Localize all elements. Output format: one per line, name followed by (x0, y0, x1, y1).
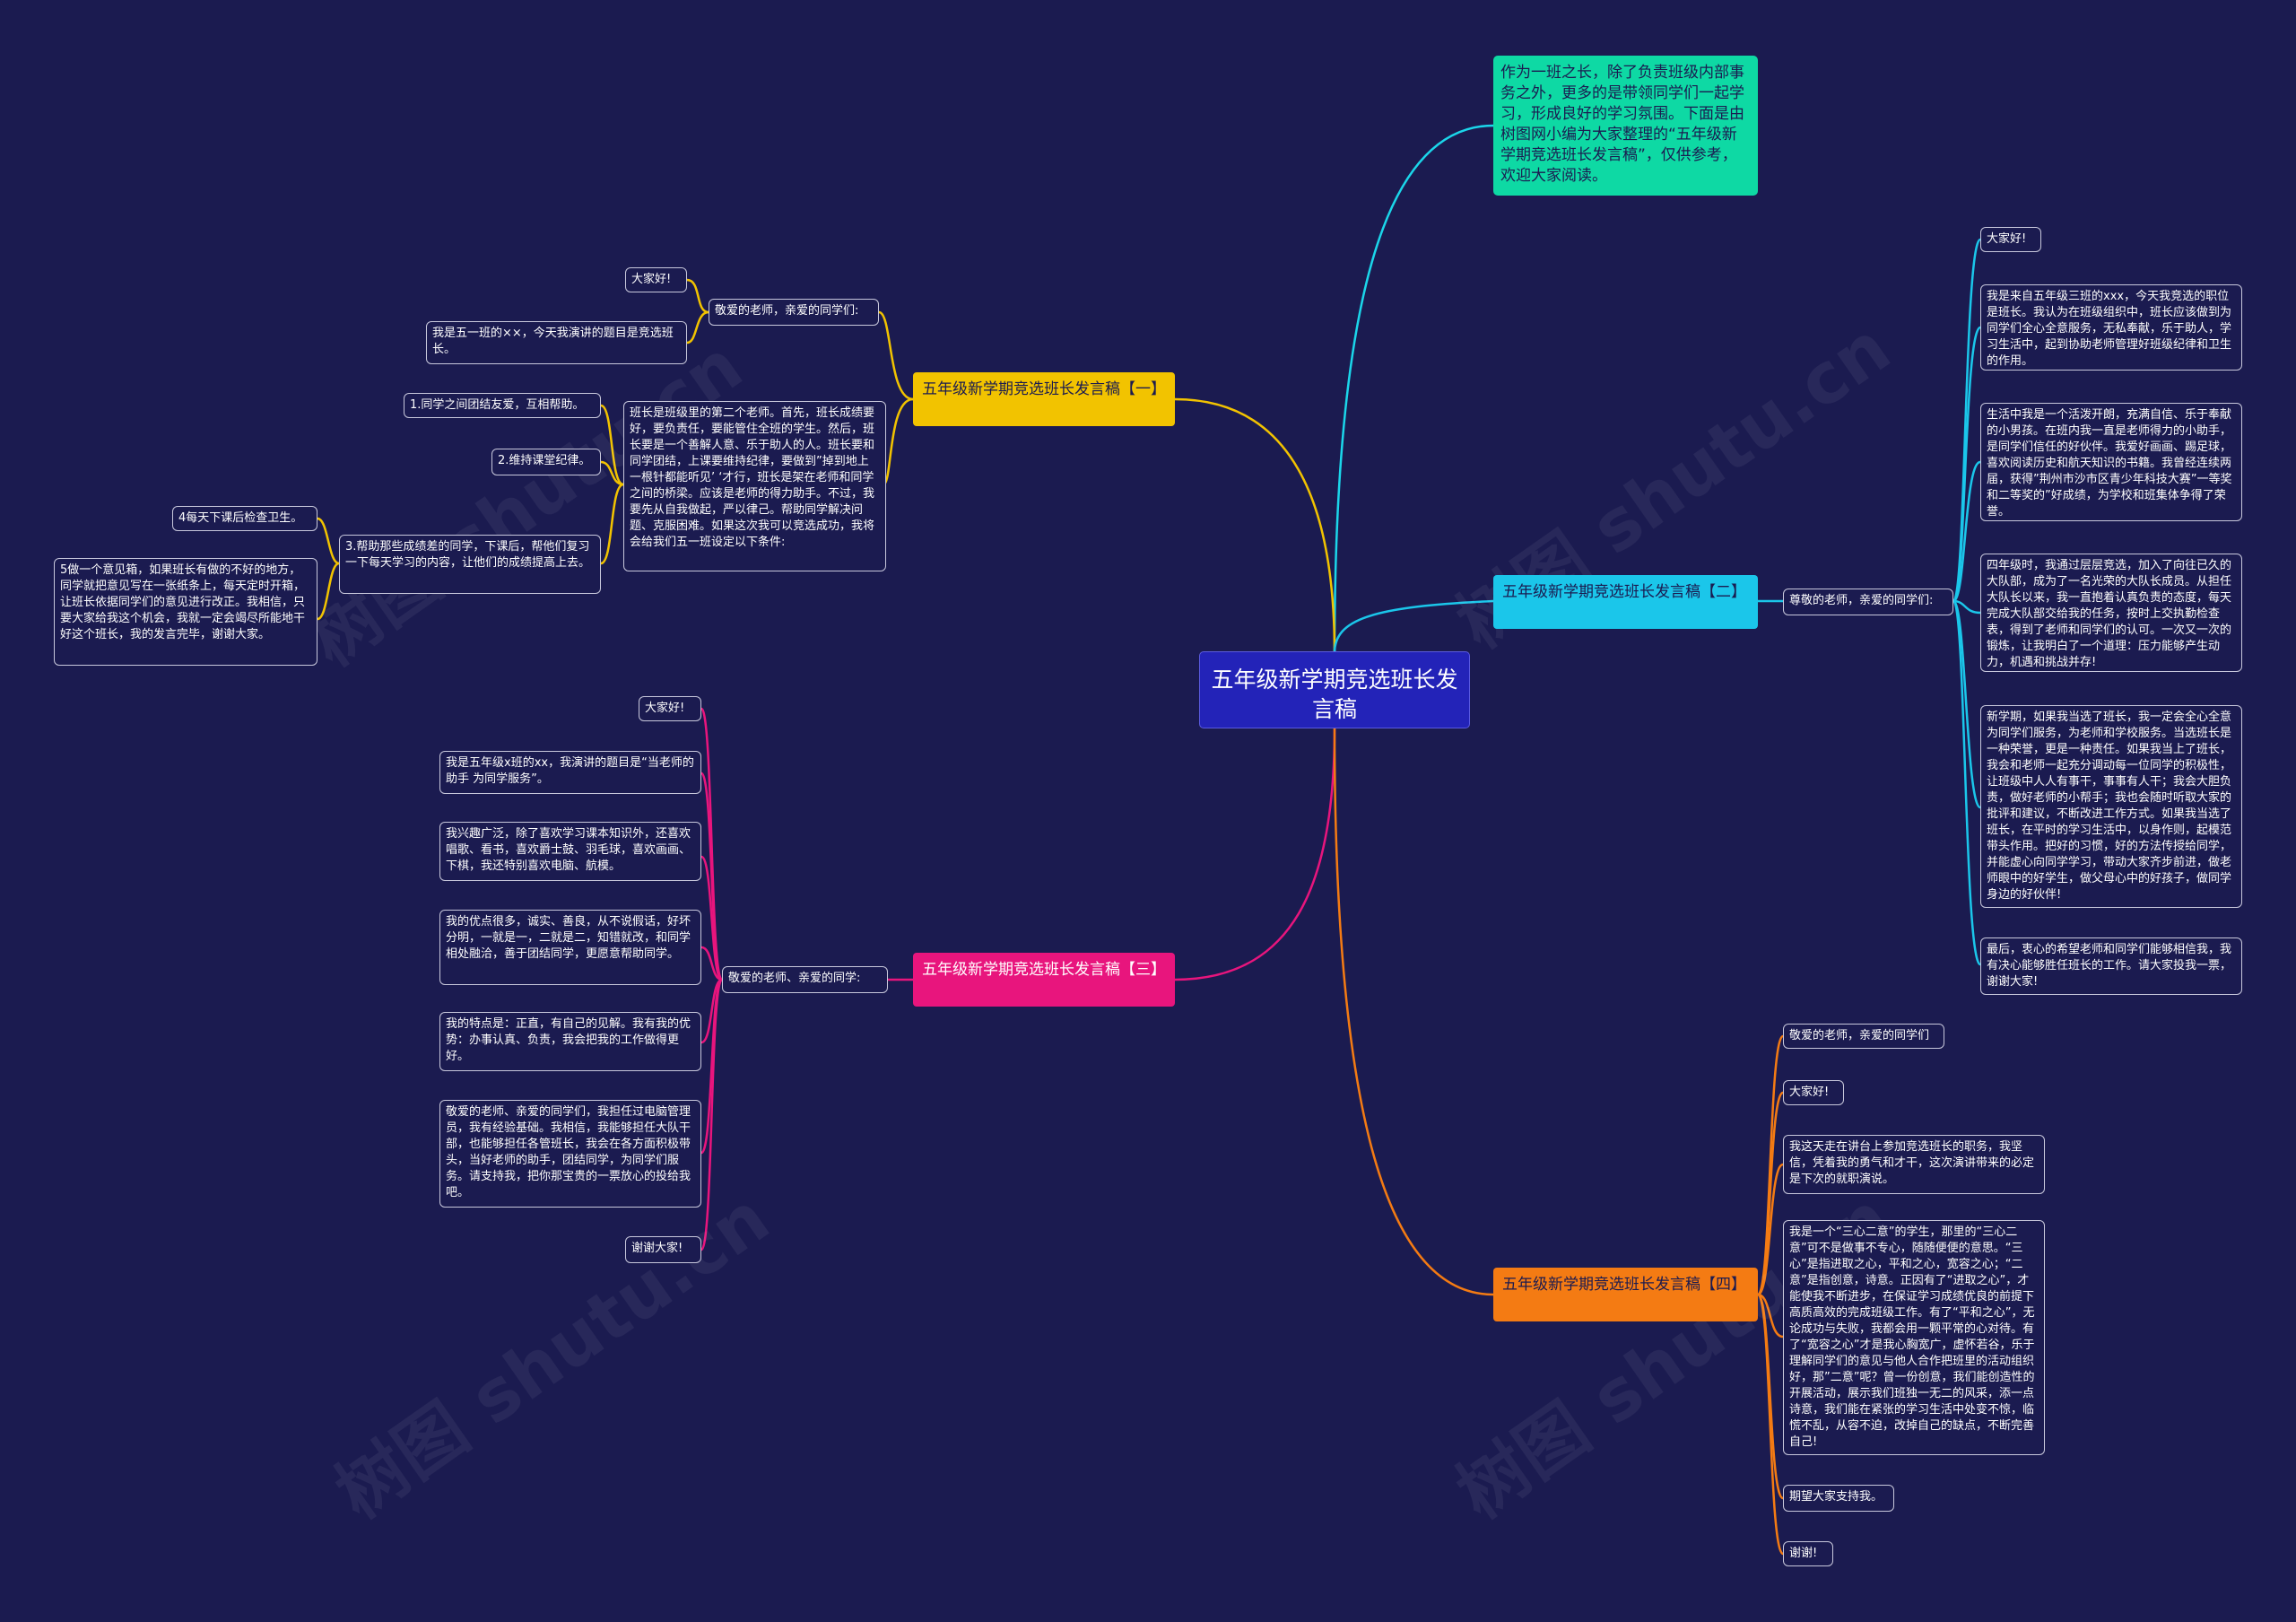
branch-1-greeting[interactable]: 敬爱的老师，亲爱的同学们: (709, 299, 879, 326)
branch-3-item[interactable]: 大家好! (639, 696, 701, 721)
branch-1-point-4[interactable]: 4每天下课后检查卫生。 (172, 506, 317, 531)
branch-1-point-2[interactable]: 2.维持课堂纪律。 (491, 449, 601, 475)
branch-3-title[interactable]: 五年级新学期竞选班长发言稿【三】 (913, 953, 1175, 1007)
branch-2-item[interactable]: 新学期，如果我当选了班长，我一定会全心全意为同学们服务，为老师和学校服务。当选班… (1980, 705, 2242, 908)
branch-3-greeting[interactable]: 敬爱的老师、亲爱的同学: (722, 966, 888, 993)
branch-4-item[interactable]: 我是一个“三心二意”的学生，那里的“三心二意”可不是做事不专心，随随便便的意思。… (1783, 1220, 2045, 1455)
branch-3-item[interactable]: 我的特点是：正直，有自己的见解。我有我的优势：办事认真、负责，我会把我的工作做得… (439, 1012, 701, 1071)
branch-2-item[interactable]: 大家好! (1980, 227, 2041, 252)
link-root-branch2 (1333, 599, 1494, 654)
branch-2-item[interactable]: 四年级时，我通过层层竞选，加入了向往已久的大队部，成为了一名光荣的大队长成员。从… (1980, 554, 2242, 672)
branch-1-point-3[interactable]: 3.帮助那些成绩差的同学，下课后，帮他们复习一下每天学习的内容，让他们的成绩提高… (339, 535, 601, 594)
branch-2-greeting[interactable]: 尊敬的老师，亲爱的同学们: (1783, 589, 1953, 615)
link-root-branch1 (1174, 397, 1336, 654)
branch-2-item[interactable]: 我是来自五年级三班的xxx，今天我竞选的职位是班长。我认为在班级组织中，班长应该… (1980, 284, 2242, 371)
branch-1-point-5[interactable]: 5做一个意见箱，如果班长有做的不好的地方，同学就把意见写在一张纸条上，每天定时开… (54, 558, 317, 666)
branch-4-item[interactable]: 期望大家支持我。 (1783, 1485, 1894, 1512)
branch-3-item[interactable]: 敬爱的老师、亲爱的同学们，我担任过电脑管理员，我有经验基础。我相信，我能够担任大… (439, 1100, 701, 1208)
branch-1-point-1[interactable]: 1.同学之间团结友爱，互相帮助。 (404, 393, 601, 418)
link-root-branch3 (1174, 728, 1336, 981)
link-root-intro (1333, 124, 1494, 654)
branch-4-title[interactable]: 五年级新学期竞选班长发言稿【四】 (1493, 1268, 1758, 1321)
branch-2-item[interactable]: 最后，衷心的希望老师和同学们能够相信我，我有决心能够胜任班长的工作。请大家投我一… (1980, 937, 2242, 995)
branch-4-item[interactable]: 谢谢! (1783, 1541, 1833, 1566)
branch-1-self-intro[interactable]: 我是五一班的××，今天我演讲的题目是竞选班长。 (426, 321, 687, 364)
branch-2-title[interactable]: 五年级新学期竞选班长发言稿【二】 (1493, 575, 1758, 629)
branch-3-item[interactable]: 我兴趣广泛，除了喜欢学习课本知识外，还喜欢唱歌、看书，喜欢爵士鼓、羽毛球，喜欢画… (439, 822, 701, 881)
branch-1-hello[interactable]: 大家好! (625, 267, 687, 292)
branch-1-title[interactable]: 五年级新学期竞选班长发言稿【一】 (913, 372, 1175, 426)
branch-4-item[interactable]: 敬爱的老师，亲爱的同学们 (1783, 1024, 1944, 1049)
link-root-branch4 (1333, 728, 1494, 1296)
intro-node[interactable]: 作为一班之长，除了负责班级内部事务之外，更多的是带领同学们一起学习，形成良好的学… (1493, 56, 1758, 196)
branch-3-item[interactable]: 我是五年级x班的xx，我演讲的题目是“当老师的助手 为同学服务”。 (439, 751, 701, 794)
branch-2-item[interactable]: 生活中我是一个活泼开朗，充满自信、乐于奉献的小男孩。在班内我一直是老师得力的小助… (1980, 403, 2242, 521)
branch-4-item[interactable]: 大家好! (1783, 1080, 1844, 1105)
root-node[interactable]: 五年级新学期竞选班长发言稿 (1199, 651, 1470, 728)
branch-4-item[interactable]: 我这天走在讲台上参加竞选班长的职务，我坚信，凭着我的勇气和才干，这次演讲带来的必… (1783, 1135, 2045, 1194)
branch-3-item[interactable]: 我的优点很多，诚实、善良，从不说假话，好坏分明，一就是一，二就是二，知错就改，和… (439, 910, 701, 985)
branch-1-main[interactable]: 班长是班级里的第二个老师。首先，班长成绩要好，要负责任，要能管住全班的学生。然后… (623, 401, 886, 571)
branch-3-item[interactable]: 谢谢大家! (625, 1236, 701, 1263)
